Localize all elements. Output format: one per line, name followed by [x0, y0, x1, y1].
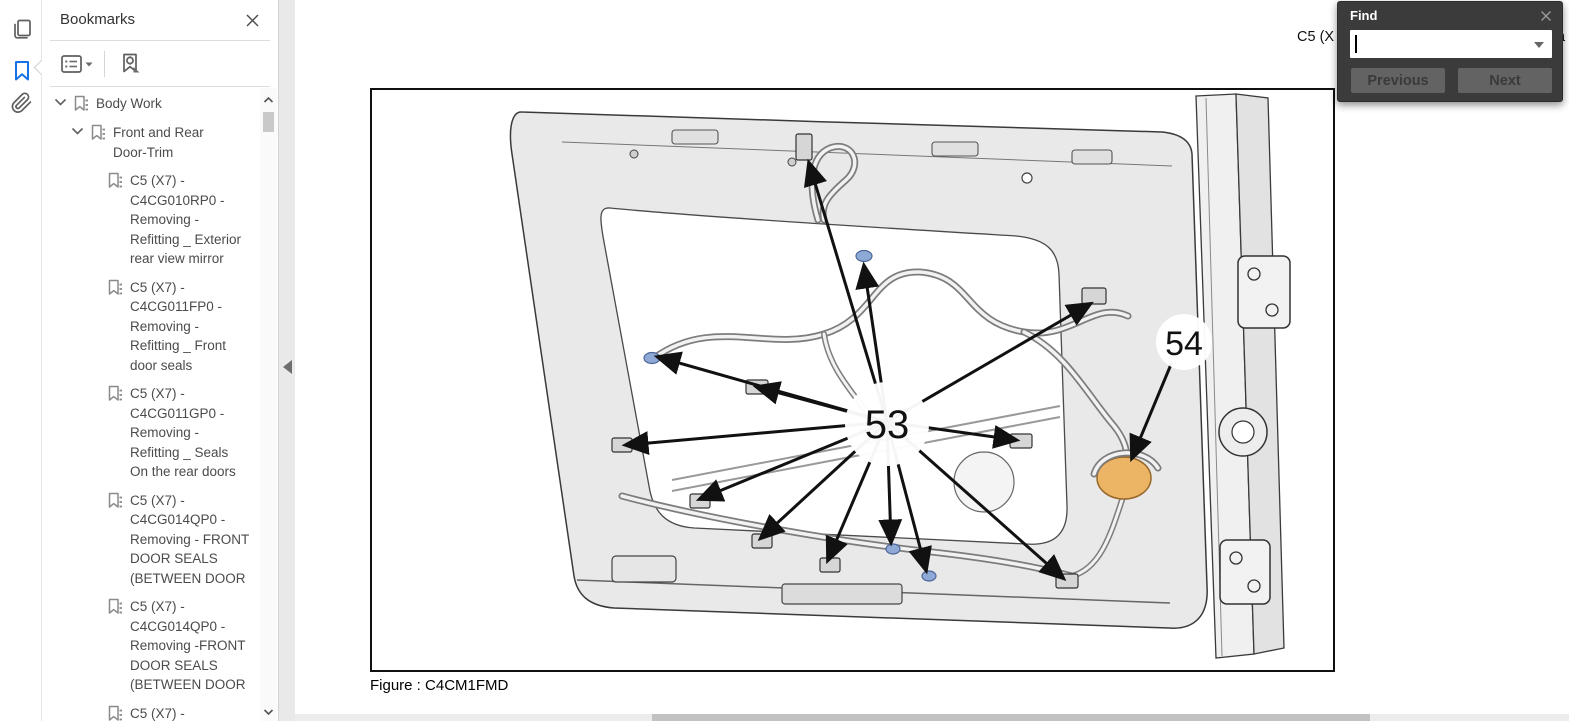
bookmark-page-icon [106, 705, 130, 721]
horizontal-scrollbar-thumb[interactable] [652, 714, 1370, 721]
bookmark-label[interactable]: C5 (X7) - C4CG011GP0 - Removing - Refitt… [130, 386, 236, 479]
paperclip-icon [10, 91, 34, 115]
chevron-down-icon[interactable] [71, 127, 89, 136]
options-list-icon [60, 53, 84, 75]
scroll-up-icon[interactable] [260, 92, 277, 107]
bookmarks-panel-button[interactable] [8, 57, 36, 85]
bookmark-item[interactable]: C5 (X7) - C4CG014QP0 - Removing - FRONT … [42, 491, 278, 589]
bookmark-page-icon [106, 598, 130, 617]
find-combobox [1350, 30, 1552, 58]
bookmark-label[interactable]: C5 (X7) - [130, 705, 185, 721]
bookmarks-panel: Bookmarks [42, 0, 278, 721]
text-cursor [1355, 35, 1357, 53]
find-previous-button[interactable]: Previous [1351, 68, 1445, 93]
toolbar-divider [104, 50, 105, 77]
bookmark-item[interactable]: Body Work [42, 94, 278, 114]
bookmark-label[interactable]: Front and Rear Door-Trim [113, 125, 204, 160]
close-icon [245, 13, 260, 28]
attachments-button[interactable] [8, 89, 36, 117]
panel-splitter[interactable] [278, 0, 295, 721]
bookmarks-panel-title: Bookmarks [60, 11, 136, 28]
page-thumbnails-icon [10, 17, 34, 41]
bookmarks-tree: Body Work Front and Rear Door-Trim [42, 88, 278, 721]
horizontal-scrollbar[interactable] [295, 714, 1569, 721]
bookmark-page-icon [106, 385, 130, 404]
bookmark-page-icon [106, 279, 130, 298]
bookmarks-scrollbar[interactable] [260, 88, 277, 721]
bookmark-options-button[interactable] [60, 53, 94, 75]
find-dialog: Find Previous Next [1337, 1, 1563, 102]
document-page: C5 (X a [295, 0, 1569, 721]
callout-53: 53 [865, 403, 910, 447]
bookmarks-panel-header: Bookmarks [50, 0, 270, 41]
find-input[interactable] [1356, 32, 1524, 56]
bookmark-page-icon [106, 492, 130, 511]
bookmark-page-icon [106, 172, 130, 191]
chevron-down-icon[interactable] [54, 98, 72, 107]
close-bookmarks-button[interactable] [242, 10, 262, 30]
door-wiring-diagram: 53 54 [509, 93, 1291, 659]
scrollbar-thumb[interactable] [263, 112, 274, 132]
find-current-bookmark-button[interactable] [117, 51, 143, 77]
close-icon [1540, 10, 1552, 22]
combo-dropdown-icon[interactable] [1534, 42, 1544, 48]
bookmark-item[interactable]: Front and Rear Door-Trim [42, 123, 278, 162]
bookmark-label[interactable]: C5 (X7) - C4CG014QP0 - Removing -FRONT D… [130, 599, 246, 692]
bookmark-search-icon [117, 51, 143, 77]
bookmark-page-icon [89, 124, 113, 143]
left-icon-rail [0, 0, 50, 721]
dropdown-caret-icon [84, 53, 94, 75]
bookmark-item[interactable]: C5 (X7) - C4CG011FP0 - Removing - Refitt… [42, 278, 278, 376]
bookmark-label[interactable]: C5 (X7) - C4CG010RP0 - Removing - Refitt… [130, 173, 242, 266]
figure-frame: 53 54 [370, 88, 1335, 672]
scroll-down-icon[interactable] [260, 704, 277, 719]
bookmark-item[interactable]: C5 (X7) - [42, 704, 278, 721]
bookmark-label[interactable]: Body Work [96, 96, 162, 111]
bookmark-item[interactable]: C5 (X7) - C4CG011GP0 - Removing - Refitt… [42, 384, 278, 482]
find-dialog-title: Find [1350, 8, 1378, 23]
collapse-panel-icon[interactable] [283, 360, 292, 374]
find-close-button[interactable] [1537, 7, 1555, 25]
figure-caption: Figure : C4CM1FMD [370, 677, 509, 694]
bookmark-label[interactable]: C5 (X7) - C4CG011FP0 - Removing - Refitt… [130, 279, 227, 373]
bookmark-icon [10, 59, 34, 83]
page-thumbnails-button[interactable] [8, 15, 36, 43]
bookmark-page-icon [72, 95, 96, 114]
bookmark-item[interactable]: C5 (X7) - C4CG010RP0 - Removing - Refitt… [42, 171, 278, 269]
page-header-text: C5 (X [1297, 29, 1335, 45]
bookmark-label[interactable]: C5 (X7) - C4CG014QP0 - Removing - FRONT … [130, 492, 250, 586]
bookmark-item[interactable]: C5 (X7) - C4CG014QP0 - Removing -FRONT D… [42, 597, 278, 695]
bookmarks-toolbar [50, 41, 270, 87]
callout-54: 54 [1165, 325, 1203, 363]
find-next-button[interactable]: Next [1458, 68, 1552, 93]
